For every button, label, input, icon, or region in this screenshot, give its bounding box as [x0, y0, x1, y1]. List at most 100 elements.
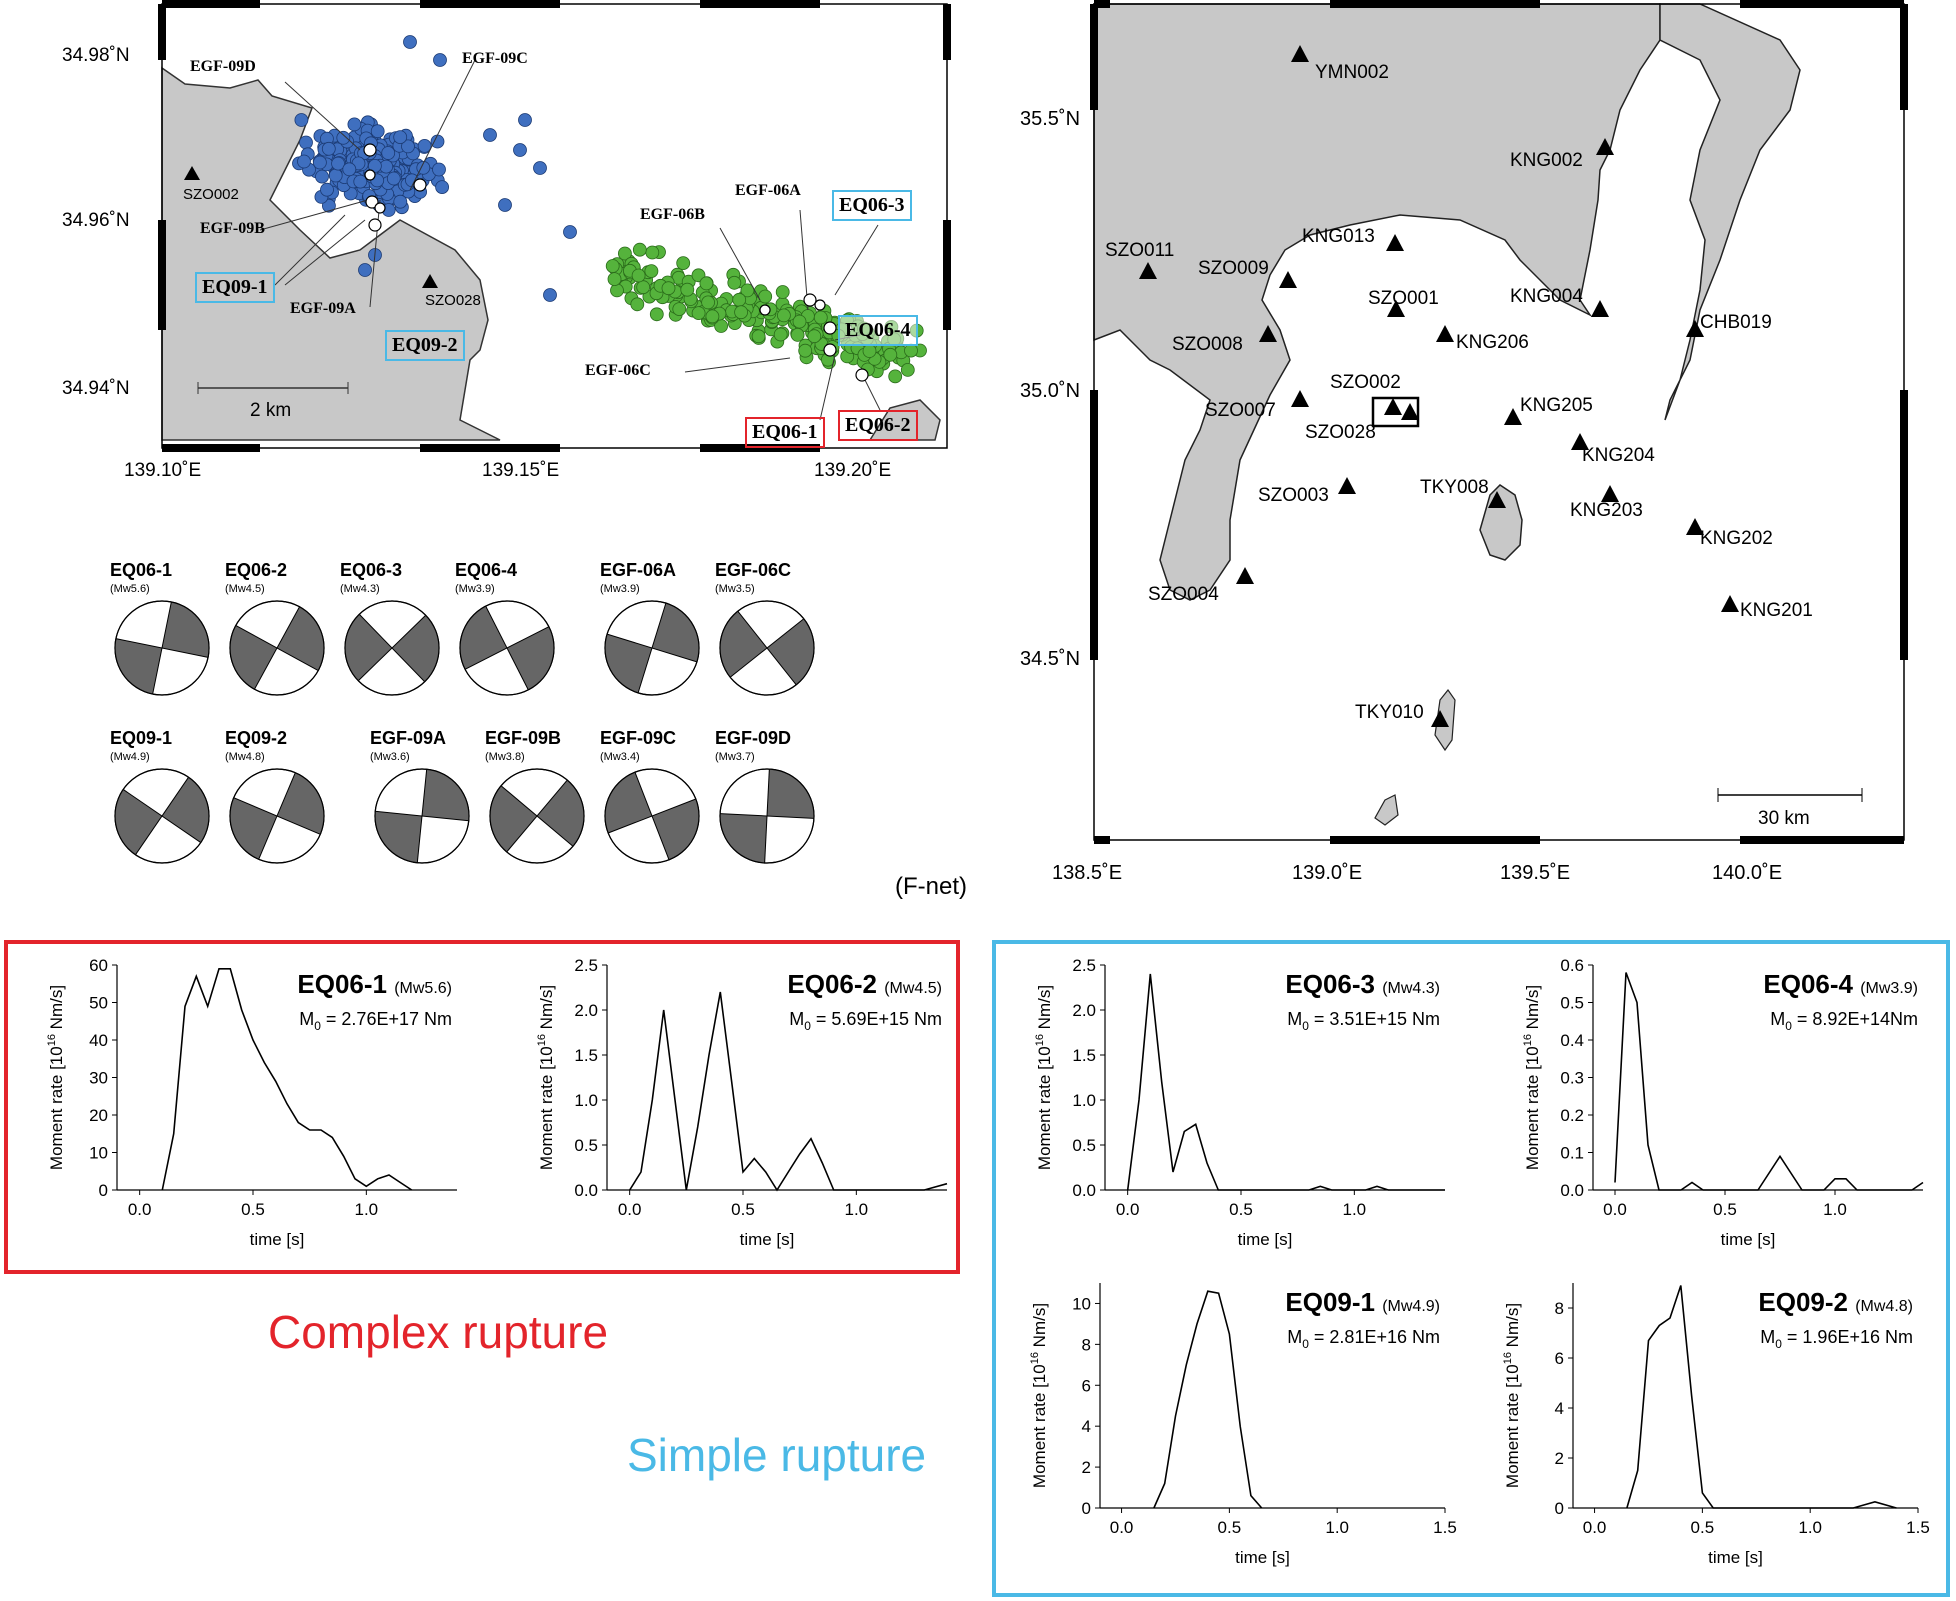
mechanism-mw: (Mw3.5) — [715, 583, 755, 595]
event-dot — [513, 143, 527, 157]
simple-rupture-label: Simple rupture — [627, 1429, 927, 1481]
mechanism-name: EQ06-2 — [225, 560, 288, 580]
station-label: KNG201 — [1740, 600, 1813, 621]
event-dot — [358, 263, 372, 277]
beachball-icon — [719, 600, 815, 696]
station-label: YMN002 — [1315, 62, 1389, 83]
station-marker — [422, 274, 438, 288]
event-dot — [417, 138, 432, 153]
event-dot — [403, 35, 417, 49]
event-dot — [607, 272, 622, 287]
event-dot — [312, 155, 327, 170]
event-dot — [393, 130, 408, 145]
event-dot — [904, 343, 918, 358]
station-marker — [1686, 518, 1704, 535]
station-marker — [1384, 398, 1402, 415]
event-dot — [563, 225, 577, 239]
station-label: SZO028 — [425, 292, 481, 309]
event-dot — [727, 275, 742, 290]
event-dot — [533, 161, 547, 175]
station-label: KNG013 — [1302, 226, 1375, 247]
station-marker — [1291, 45, 1309, 62]
mechanism-name: EQ09-1 — [110, 728, 173, 748]
beachball-icon — [489, 768, 585, 864]
event-dot — [798, 343, 813, 358]
mechanism-name: EQ06-1 — [110, 560, 173, 580]
event-dot — [632, 242, 647, 257]
event-dot — [740, 283, 755, 298]
station-label: SZO002 — [1330, 372, 1401, 393]
focal-mechanisms: EQ06-1(Mw5.6)EQ06-2(Mw4.5)EQ06-3(Mw4.3)E… — [100, 560, 1000, 900]
epicenter-map: 34.98˚N 34.96˚N 34.94˚N 139.10˚E 139.15˚… — [0, 0, 960, 481]
lat-tick: 35.0˚N — [1020, 380, 1081, 402]
lat-tick: 34.5˚N — [1020, 648, 1081, 670]
event-dot — [900, 362, 915, 377]
event-dot — [649, 307, 664, 322]
land-mainland — [1093, 3, 1661, 601]
station-label: SZO001 — [1368, 288, 1439, 309]
event-dot — [393, 194, 408, 209]
beachball-icon — [604, 600, 700, 696]
event-dot — [775, 285, 790, 299]
event-dot — [701, 295, 715, 310]
station-marker — [1721, 595, 1739, 612]
station-label: TKY008 — [1420, 477, 1489, 498]
mechanism-mw: (Mw4.5) — [225, 583, 265, 595]
event-dot — [699, 276, 714, 291]
event-dot — [401, 139, 415, 154]
event-dot — [773, 327, 788, 342]
station-label: KNG002 — [1510, 150, 1583, 171]
station-marker — [1686, 320, 1704, 337]
beachball-icon — [114, 768, 210, 864]
event-dot — [336, 130, 351, 145]
station-label: KNG203 — [1570, 500, 1643, 521]
event-dot — [315, 169, 329, 184]
station-label: SZO008 — [1172, 334, 1243, 355]
station-marker — [1279, 271, 1297, 288]
mechanism-mw: (Mw4.3) — [340, 583, 380, 595]
event-dot — [347, 117, 362, 132]
event-dot — [297, 154, 311, 169]
lon-tick: 139.0˚E — [1292, 862, 1363, 884]
station-label: SZO002 — [183, 186, 239, 203]
station-marker — [1571, 433, 1589, 450]
event-dot — [328, 168, 343, 183]
event-label: EGF-09D — [190, 58, 256, 75]
mechanism-mw: (Mw3.4) — [600, 751, 640, 763]
event-dot — [883, 347, 898, 362]
mechanism-mw: (Mw3.8) — [485, 751, 525, 763]
station-label: SZO011 — [1105, 240, 1175, 261]
event-dot — [370, 124, 385, 139]
event-label: EGF-09A — [290, 300, 356, 317]
event-dot — [862, 344, 877, 358]
event-dot — [353, 174, 368, 189]
event-dot — [294, 113, 309, 127]
station-label: SZO007 — [1205, 400, 1276, 421]
station-marker — [1387, 300, 1405, 317]
beachball-icon — [459, 600, 555, 696]
land-right — [868, 399, 941, 441]
event-dot — [645, 245, 660, 260]
mechanism-name: EQ09-2 — [225, 728, 288, 748]
event-dot — [605, 259, 620, 273]
event-dot — [498, 198, 512, 212]
station-marker — [1488, 491, 1506, 508]
station-marker — [1591, 300, 1609, 317]
mechanism-name: EGF-06C — [715, 560, 792, 580]
event-dot — [381, 146, 396, 160]
event-dot — [320, 182, 334, 197]
station-marker — [1338, 477, 1356, 494]
station-marker — [1291, 390, 1309, 407]
station-marker — [1236, 567, 1254, 584]
event-dot — [751, 329, 766, 344]
station-marker — [1139, 262, 1157, 279]
boxed-event-red: EQ06-2 — [838, 410, 918, 441]
mechanism-name: EGF-09A — [370, 728, 447, 748]
event-dot — [672, 302, 687, 317]
lon-tick: 139.10˚E — [124, 460, 202, 481]
scale-label: 30 km — [1758, 808, 1810, 829]
land-boso — [1659, 3, 1801, 421]
beachball-icon — [719, 768, 815, 864]
simple-rupture-box — [992, 940, 1950, 1597]
boxed-event-cyan: EQ09-1 — [195, 272, 275, 303]
